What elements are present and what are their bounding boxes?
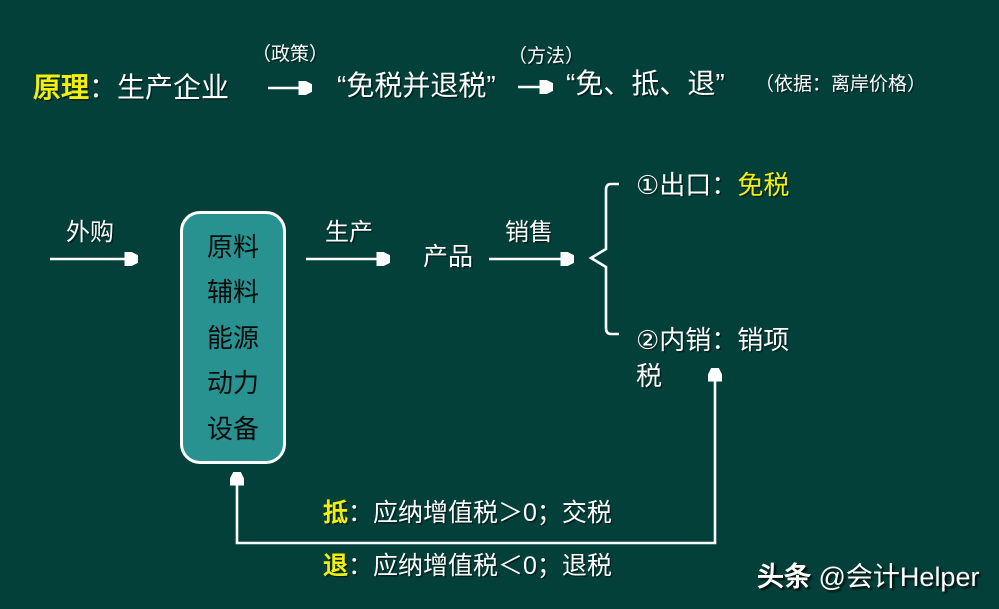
input-item: 辅料 (206, 277, 259, 307)
purchase-label: 外购 (66, 219, 114, 246)
basis-note: （依据：离岸价格） (755, 74, 927, 95)
domestic-branch-line1: ②内销：销项 (636, 325, 790, 355)
export-highlight: 免税 (737, 170, 790, 200)
watermark: 头条 @会计Helper (757, 562, 979, 593)
input-item: 动力 (206, 368, 259, 398)
principle-label: 原理 (33, 72, 90, 103)
inputs-box: 原料 辅料 能源 动力 设备 (180, 211, 286, 464)
policy-quote: “免税并退税” (337, 70, 496, 101)
input-item: 设备 (206, 413, 259, 444)
watermark-handle: @会计Helper (818, 562, 980, 592)
offset-label: 抵 (323, 499, 349, 527)
branch-bracket (588, 182, 619, 336)
domestic-branch-line2: 税 (636, 361, 663, 391)
offset-rule: 抵：应纳增值税＞0；交税 (323, 499, 612, 528)
export-prefix: ①出口： (636, 170, 738, 200)
refund-text: ：应纳增值税＜0；退税 (348, 552, 612, 580)
offset-text: ：应纳增值税＞0；交税 (348, 499, 612, 527)
refund-label: 退 (323, 552, 349, 580)
policy-note: （政策） (252, 44, 329, 65)
method-quote: “免、抵、退” (566, 68, 725, 99)
product-label: 产品 (423, 243, 474, 271)
refund-rule: 退：应纳增值税＜0；退税 (323, 552, 612, 581)
principle-colon: ： (89, 72, 118, 103)
watermark-brand: 头条 (757, 562, 811, 592)
export-branch: ①出口：免税 (636, 170, 790, 201)
sell-label: 销售 (505, 219, 553, 246)
input-item: 原料 (206, 231, 259, 262)
principle-line: 原理：生产企业 (33, 72, 229, 104)
method-note: （方法） (508, 46, 585, 67)
produce-label: 生产 (325, 219, 373, 246)
input-item: 能源 (206, 322, 259, 353)
producer-label: 生产企业 (117, 72, 230, 103)
